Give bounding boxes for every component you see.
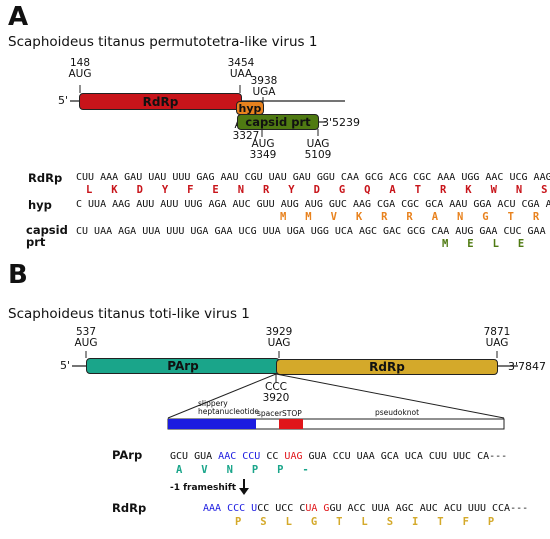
panel-b-letter: B — [8, 260, 28, 290]
seq-hyp: C UUA AAG AUU AUU UUG AGA AUC GUU AUG AU… — [76, 199, 550, 210]
panel-b-title: Scaphoideus titanus toti-like virus 1 — [8, 306, 250, 322]
spacer-label: spacer — [257, 409, 283, 418]
row-label-rdrp-a: RdRp — [28, 171, 63, 185]
panel-a-five-prime: 5' — [58, 94, 69, 107]
rdrp-orf-a: RdRp — [79, 93, 242, 110]
capsid-orf: capsid prt — [237, 114, 319, 130]
stop-label: STOP — [282, 409, 302, 418]
aa-parp: A V N P P - — [176, 464, 309, 476]
stop-block — [279, 419, 303, 429]
seq-parp: GCU GUA AAC CCU CC UAG GUA CCU UAA GCA U… — [170, 451, 508, 462]
zoom-line-right — [275, 373, 505, 419]
parp-orf: PArp — [86, 358, 280, 374]
aa-rdrp-b: P S L G T L S I T F P — [235, 516, 495, 528]
seq-rdrp-a: CUU AAA GAU UAU UUU GAG AAU CGU UAU GAU … — [76, 172, 550, 183]
aa-hyp: M M V K R R A N G T R — [280, 211, 540, 223]
row-label-hyp: hyp — [28, 198, 52, 212]
panel-b-five-prime: 5' — [60, 359, 71, 372]
slippery-block — [168, 419, 256, 429]
pseudoknot-label: pseudoknot — [375, 408, 420, 417]
aa-rdrp-a: L K D Y F E N R Y D G Q A T R K W N S K — [86, 184, 550, 196]
seq-capsid: CU UAA AGA UUA UUU UGA GAA UCG UUA UGA U… — [76, 226, 550, 237]
hyp-orf: hyp — [236, 101, 264, 115]
row-label-rdrp-b: RdRp — [112, 501, 147, 515]
panel-b-three-prime: 3'7847 — [508, 360, 547, 373]
row-label-parp: PArp — [112, 448, 143, 462]
panel-a-letter: A — [8, 2, 29, 32]
frameshift-arrow-head — [239, 488, 249, 495]
panel-a-three-prime: 3'5239 — [322, 116, 361, 129]
seq-rdrp-b: AAA CCC UCC UCC CUA GGU ACC UUA AGC AUC … — [203, 503, 529, 514]
panel-a-title: Scaphoideus titanus permutotetra-like vi… — [8, 34, 318, 50]
zoom-line-left — [167, 373, 277, 419]
aa-capsid: M E L E — [442, 238, 525, 250]
rdrp-orf-b: RdRp — [276, 359, 498, 375]
frameshift-label: -1 frameshift — [170, 483, 237, 493]
capsid-line-ext — [319, 121, 326, 123]
